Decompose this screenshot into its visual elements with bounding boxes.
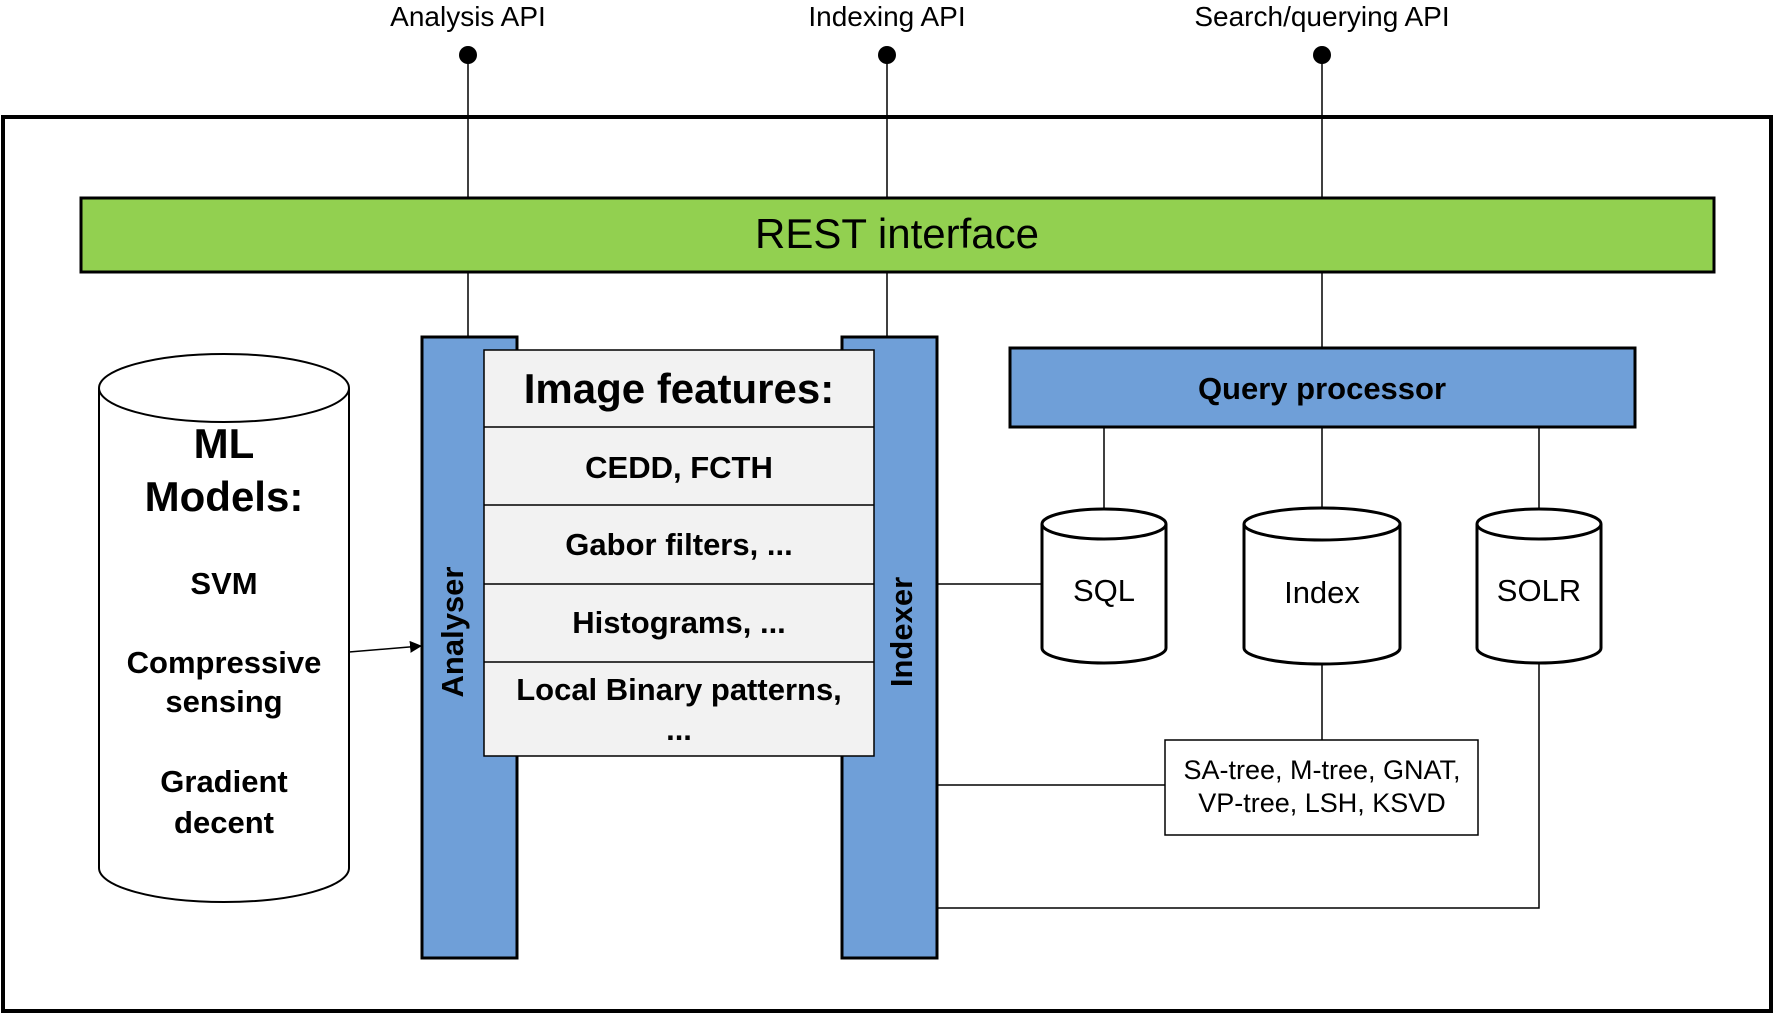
ml-model-gradient-line2: decent: [174, 805, 274, 840]
solr-label: SOLR: [1497, 573, 1581, 608]
ml-model-compressive-line2: sensing: [165, 684, 282, 719]
index-methods-line1: SA-tree, M-tree, GNAT,: [1183, 755, 1460, 785]
image-features-table: [483, 349, 875, 757]
indexing-api-label: Indexing API: [808, 1, 965, 32]
system-boundary: [1, 115, 1773, 1013]
ml-model-svm: SVM: [190, 566, 257, 601]
query-processor-label: Query processor: [1198, 371, 1446, 406]
feature-histograms: Histograms, ...: [572, 605, 786, 640]
analyser-label: Analyser: [435, 567, 470, 698]
index-label: Index: [1284, 575, 1360, 610]
rest-interface-bar: [79, 196, 1716, 274]
sql-label: SQL: [1073, 573, 1135, 608]
indexer-to-solr-line: [937, 664, 1540, 909]
ml-models-cylinder: [98, 353, 350, 903]
image-features-title: Image features:: [524, 365, 834, 412]
query-processor-box: [1008, 346, 1637, 429]
feature-gabor: Gabor filters, ...: [565, 527, 792, 562]
search-api-label: Search/querying API: [1194, 1, 1449, 32]
index-cylinder: [1242, 506, 1402, 666]
ml-to-analyser-arrow: [348, 640, 422, 653]
sql-cylinder: [1040, 507, 1168, 665]
feature-lbp-line2: ...: [666, 712, 692, 747]
ml-models-title-line1: ML: [194, 420, 255, 467]
ml-model-gradient-line1: Gradient: [160, 764, 287, 799]
analysis-api-label: Analysis API: [390, 1, 546, 32]
solr-cylinder: [1475, 507, 1603, 665]
ml-models-title-line2: Models:: [145, 473, 304, 520]
index-methods-box: [1164, 739, 1479, 836]
feature-cedd-fcth: CEDD, FCTH: [585, 450, 773, 485]
indexer-label: Indexer: [884, 577, 919, 687]
index-methods-line2: VP-tree, LSH, KSVD: [1198, 788, 1446, 818]
ml-model-compressive-line1: Compressive: [127, 645, 322, 680]
rest-interface-label: REST interface: [755, 210, 1039, 257]
feature-lbp-line1: Local Binary patterns,: [516, 672, 842, 707]
